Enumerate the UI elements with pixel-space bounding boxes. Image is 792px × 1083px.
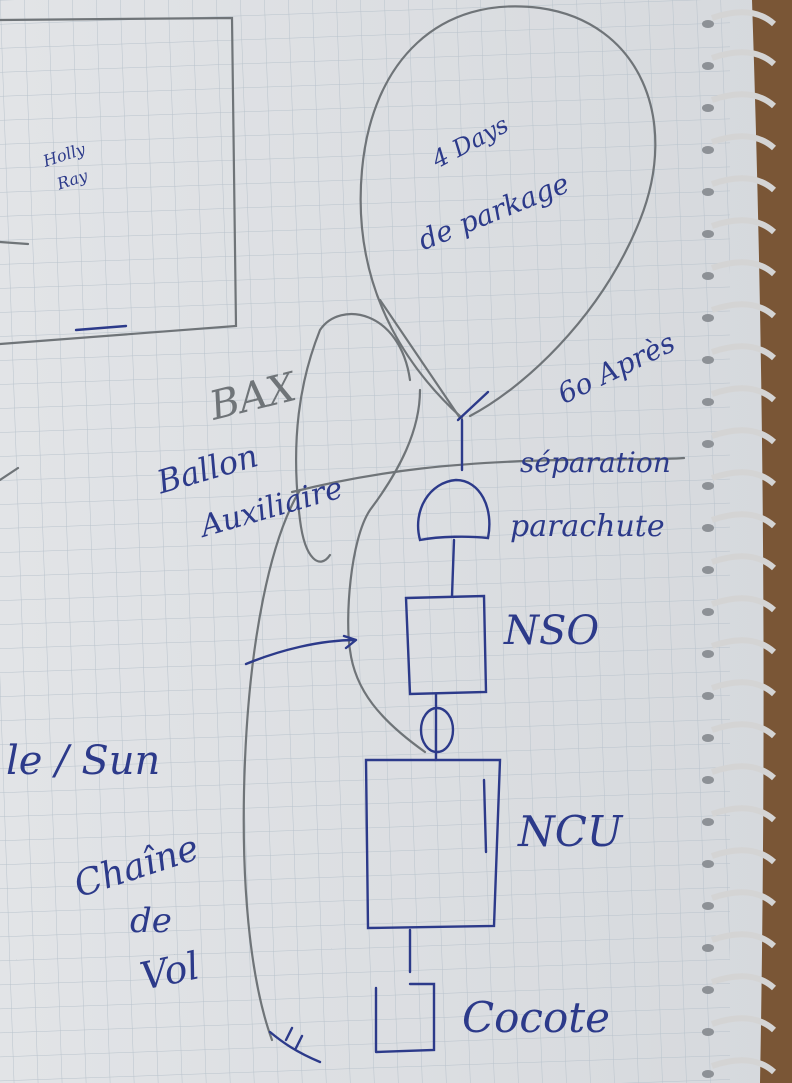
- left-edge-tick: [0, 466, 20, 482]
- balloon-line-left: [378, 298, 462, 420]
- spiral-holes: [702, 20, 714, 1078]
- ncu-box: [364, 758, 502, 930]
- parachute-label: parachute: [510, 509, 665, 544]
- separation-line: [290, 456, 686, 494]
- nso-box: [404, 594, 488, 696]
- auxiliary-line: [347, 388, 427, 754]
- ncu-side-tick: [482, 778, 488, 854]
- notebook-cover-edge: [752, 0, 792, 1083]
- ncu-label: NCU: [517, 807, 624, 856]
- spiral-binding: [711, 9, 777, 1075]
- nso-label: NSO: [503, 608, 599, 654]
- box-left-tick: [0, 240, 30, 246]
- chain-arrowhead: [268, 1026, 322, 1064]
- flight-chain-line: [242, 488, 302, 1042]
- parachute-line: [450, 538, 456, 598]
- bax-outline: [294, 313, 412, 563]
- top-left-box: [0, 16, 238, 346]
- paper-grid: [0, 0, 730, 1083]
- cocotte-box: [374, 982, 436, 1054]
- release-mark: [456, 390, 490, 472]
- box-bottom-mark: [74, 324, 128, 332]
- separation-label: séparation: [520, 446, 671, 479]
- chain-arrow-line: [244, 634, 358, 666]
- connector-ring: [419, 706, 455, 754]
- parachute-shape: [416, 478, 491, 542]
- sun-label: le / Sun: [6, 738, 160, 784]
- balloon-outline: [359, 5, 657, 420]
- cocotte-label: Cocote: [462, 993, 610, 1042]
- chaine-label-line2: de: [130, 901, 172, 941]
